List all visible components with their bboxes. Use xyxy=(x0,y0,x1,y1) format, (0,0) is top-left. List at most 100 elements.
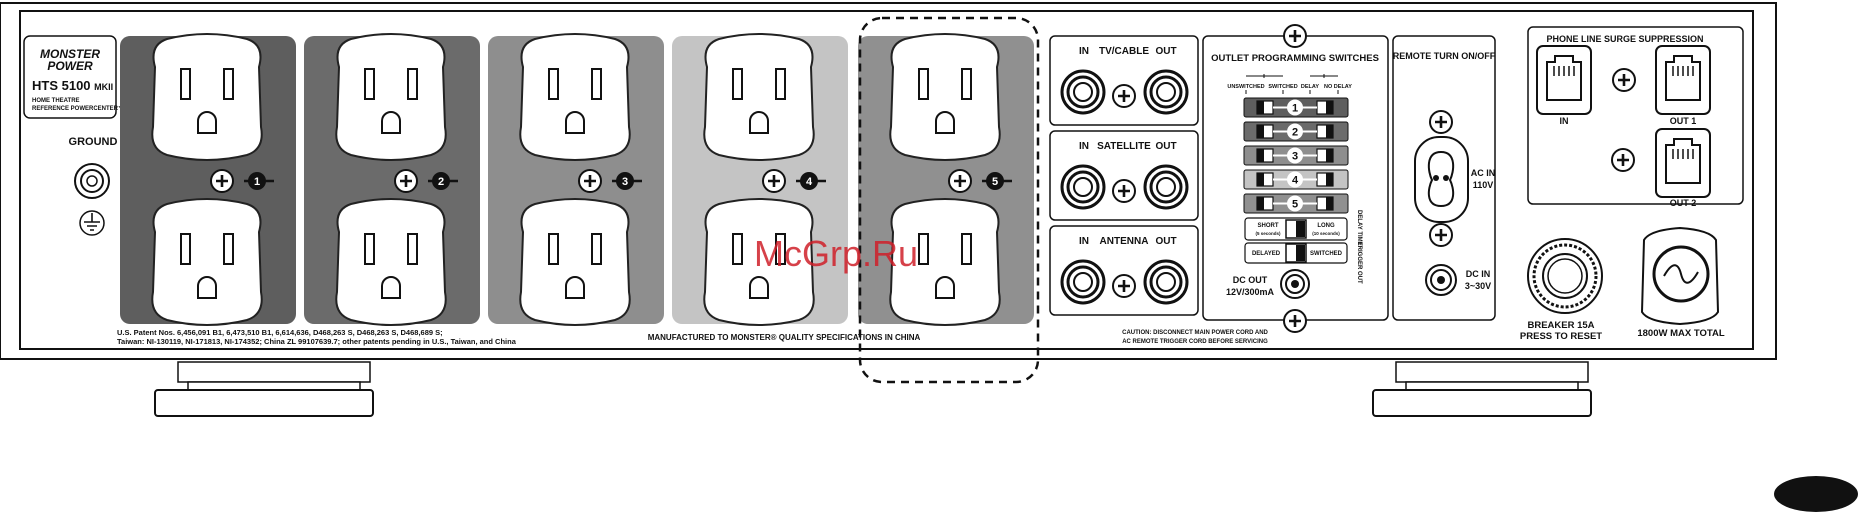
col-delay: DELAY xyxy=(1301,84,1319,90)
ac-in-line1: AC IN xyxy=(1471,168,1496,178)
manufactured-note: MANUFACTURED TO MONSTER® QUALITY SPECIFI… xyxy=(648,333,921,342)
coax-in-jack[interactable] xyxy=(1060,259,1106,305)
switch-number: 1 xyxy=(1292,103,1298,115)
coax-out-jack[interactable] xyxy=(1143,259,1189,305)
programming-switch-row-1[interactable]: 1 xyxy=(1243,97,1349,118)
caution-line2: AC REMOTE TRIGGER CORD BEFORE SERVICING xyxy=(1122,339,1268,345)
long-label: LONG xyxy=(1317,223,1335,229)
outlet-bank-4: 4 xyxy=(672,33,848,326)
coax-in-jack[interactable] xyxy=(1060,69,1106,115)
coax-title: SATELLITE xyxy=(1097,141,1151,152)
watermark: McGrp.Ru xyxy=(754,233,918,274)
breaker-line1: BREAKER 15A xyxy=(1527,320,1594,331)
programming-switch-row-5[interactable]: 5 xyxy=(1243,193,1349,214)
phone-out1-jack[interactable] xyxy=(1655,45,1711,115)
phone-panel: PHONE LINE SURGE SUPPRESSION IN OUT 1 OU… xyxy=(1527,26,1744,208)
screw-icon xyxy=(1111,178,1137,204)
patent-line1: U.S. Patent Nos. 6,456,091 B1, 6,473,510… xyxy=(117,328,443,337)
short-sub: (5 seconds) xyxy=(1255,231,1281,236)
outlet-receptacle[interactable] xyxy=(335,33,447,161)
max-total: 1800W MAX TOTAL xyxy=(1637,328,1724,339)
col-unswitched: UNSWITCHED xyxy=(1227,84,1264,90)
outlet-programming-panel: OUTLET PROGRAMMING SWITCHES UNSWITCHED S… xyxy=(1122,23,1389,345)
bank-number-badge xyxy=(986,172,1004,190)
screw-icon xyxy=(761,168,787,194)
outlet-bank-5: 5 xyxy=(858,33,1034,326)
brand-logo: MONSTER POWER HTS 5100 MKII HOME THEATRE… xyxy=(23,35,124,119)
model-name: HTS 5100 MKII xyxy=(32,78,113,93)
col-nodelay: NO DELAY xyxy=(1324,84,1352,90)
logo-line2: POWER xyxy=(47,59,93,73)
coax-in-label: IN xyxy=(1079,141,1089,152)
screw-icon xyxy=(1428,109,1454,135)
switched-label: SWITCHED xyxy=(1310,251,1343,257)
coax-out-label: OUT xyxy=(1155,236,1176,247)
circuit-breaker[interactable] xyxy=(1527,238,1603,314)
short-label: SHORT xyxy=(1258,223,1279,229)
screw-icon xyxy=(1282,308,1308,334)
switch-number: 2 xyxy=(1292,127,1298,139)
ground-symbol-icon xyxy=(79,210,105,236)
coax-title: TV/CABLE xyxy=(1099,46,1149,57)
outlet-receptacle[interactable] xyxy=(703,33,815,161)
bank-number-badge xyxy=(800,172,818,190)
screw-icon xyxy=(947,168,973,194)
power-cord-inlet xyxy=(1640,226,1720,326)
dc-out-jack[interactable] xyxy=(1280,269,1310,299)
outlet-bank-1: 1 xyxy=(120,33,296,326)
phone-in-jack[interactable] xyxy=(1536,45,1592,115)
delayed-label: DELAYED xyxy=(1252,251,1281,257)
screw-icon xyxy=(1111,83,1137,109)
screw-icon xyxy=(209,168,235,194)
outlet-receptacle[interactable] xyxy=(335,198,447,326)
programming-switch-row-3[interactable]: 3 xyxy=(1243,145,1349,166)
outlet-receptacle[interactable] xyxy=(519,198,631,326)
phone-out1-label: OUT 1 xyxy=(1670,116,1697,126)
screw-icon xyxy=(1282,23,1308,49)
ground-terminal[interactable]: GROUND xyxy=(69,136,118,199)
breaker-line2: PRESS TO RESET xyxy=(1520,331,1602,342)
outlet-receptacle[interactable] xyxy=(889,33,1001,161)
ground-label: GROUND xyxy=(69,136,118,148)
ac-in-socket[interactable] xyxy=(1414,136,1469,223)
phone-out2-jack[interactable] xyxy=(1655,128,1711,198)
coax-in-label: IN xyxy=(1079,236,1089,247)
bank-number: 3 xyxy=(622,176,628,188)
coax-out-label: OUT xyxy=(1155,46,1176,57)
phone-in-label: IN xyxy=(1560,116,1569,126)
dc-out-line1: DC OUT xyxy=(1233,275,1268,285)
logo-line1: MONSTER xyxy=(40,47,100,61)
coax-title: ANTENNA xyxy=(1100,236,1149,247)
outlet-receptacle[interactable] xyxy=(151,198,263,326)
coax-panel-3: IN ANTENNA OUT xyxy=(1049,225,1199,316)
dc-in-line2: 3~30V xyxy=(1465,281,1491,291)
switch-number: 4 xyxy=(1292,175,1299,187)
outlet-receptacle[interactable] xyxy=(151,33,263,161)
screw-icon xyxy=(393,168,419,194)
bank-number-badge xyxy=(248,172,266,190)
switch-number: 5 xyxy=(1292,199,1298,211)
coax-out-jack[interactable] xyxy=(1143,69,1189,115)
dc-in-jack[interactable] xyxy=(1425,264,1457,296)
subtitle-line2: REFERENCE POWERCENTER™ xyxy=(32,105,124,112)
coax-out-jack[interactable] xyxy=(1143,164,1189,210)
outlet-bank-2: 2 xyxy=(304,33,480,326)
phone-title: PHONE LINE SURGE SUPPRESSION xyxy=(1546,34,1703,44)
programming-title: OUTLET PROGRAMMING SWITCHES xyxy=(1211,53,1379,64)
bank-number: 2 xyxy=(438,176,444,188)
screw-icon xyxy=(577,168,603,194)
remote-title: REMOTE TURN ON/OFF xyxy=(1393,51,1496,61)
screw-icon xyxy=(1611,67,1637,93)
coax-in-jack[interactable] xyxy=(1060,164,1106,210)
programming-switch-row-4[interactable]: 4 xyxy=(1243,169,1349,190)
caution-line1: CAUTION: DISCONNECT MAIN POWER CORD AND xyxy=(1122,330,1268,336)
bank-5-highlight xyxy=(858,16,1040,384)
left-foot xyxy=(154,361,374,417)
phone-out2-label: OUT 2 xyxy=(1670,198,1697,208)
programming-switch-row-2[interactable]: 2 xyxy=(1243,121,1349,142)
outlet-receptacle[interactable] xyxy=(519,33,631,161)
outlet-bank-3: 3 xyxy=(488,33,664,326)
